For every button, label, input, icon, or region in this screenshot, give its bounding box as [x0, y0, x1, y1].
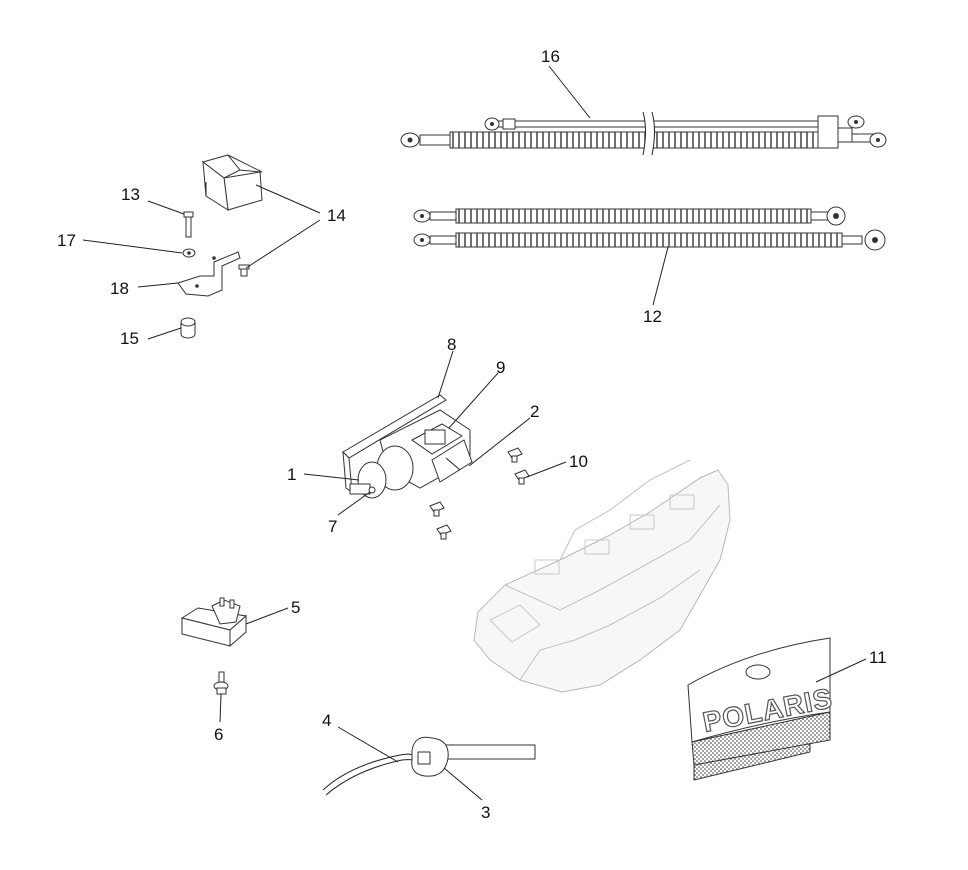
battery-cable-16 [400, 111, 887, 156]
bolt-13 [183, 211, 194, 238]
callout-17: 17 [57, 231, 76, 250]
screw-14 [238, 264, 250, 277]
front-bumper [473, 459, 731, 693]
callout-3: 3 [481, 803, 490, 822]
emblem-plate-11: POLARIS [687, 637, 836, 781]
callout-4: 4 [322, 711, 331, 730]
callout-16: 16 [541, 47, 560, 66]
winch-cables-12 [413, 206, 886, 251]
callout-7: 7 [328, 517, 337, 536]
callout-15: 15 [120, 329, 139, 348]
callout-14: 14 [327, 206, 346, 225]
callout-8: 8 [447, 335, 456, 354]
screw-6 [213, 671, 229, 695]
callout-5: 5 [291, 598, 300, 617]
callout-11: 11 [869, 648, 887, 667]
callout-labels: 16 13 14 17 18 15 12 8 9 2 10 1 7 5 6 4 … [57, 47, 887, 822]
callout-13: 13 [121, 185, 140, 204]
callout-6: 6 [214, 725, 223, 744]
cable-and-hook [322, 736, 536, 796]
callout-9: 9 [496, 358, 505, 377]
washer-17 [182, 248, 196, 258]
callout-2: 2 [530, 402, 539, 421]
bracket-18 [177, 251, 241, 297]
winch-assembly [342, 394, 473, 499]
switch-5 [180, 597, 248, 648]
leader-lines [82, 65, 867, 801]
callout-12: 12 [643, 307, 662, 326]
contactor-14 [201, 154, 263, 211]
callout-18: 18 [110, 279, 129, 298]
spacer-15 [180, 317, 196, 339]
callout-1: 1 [287, 465, 296, 484]
screws-10 [429, 447, 530, 540]
callout-10: 10 [569, 452, 588, 471]
